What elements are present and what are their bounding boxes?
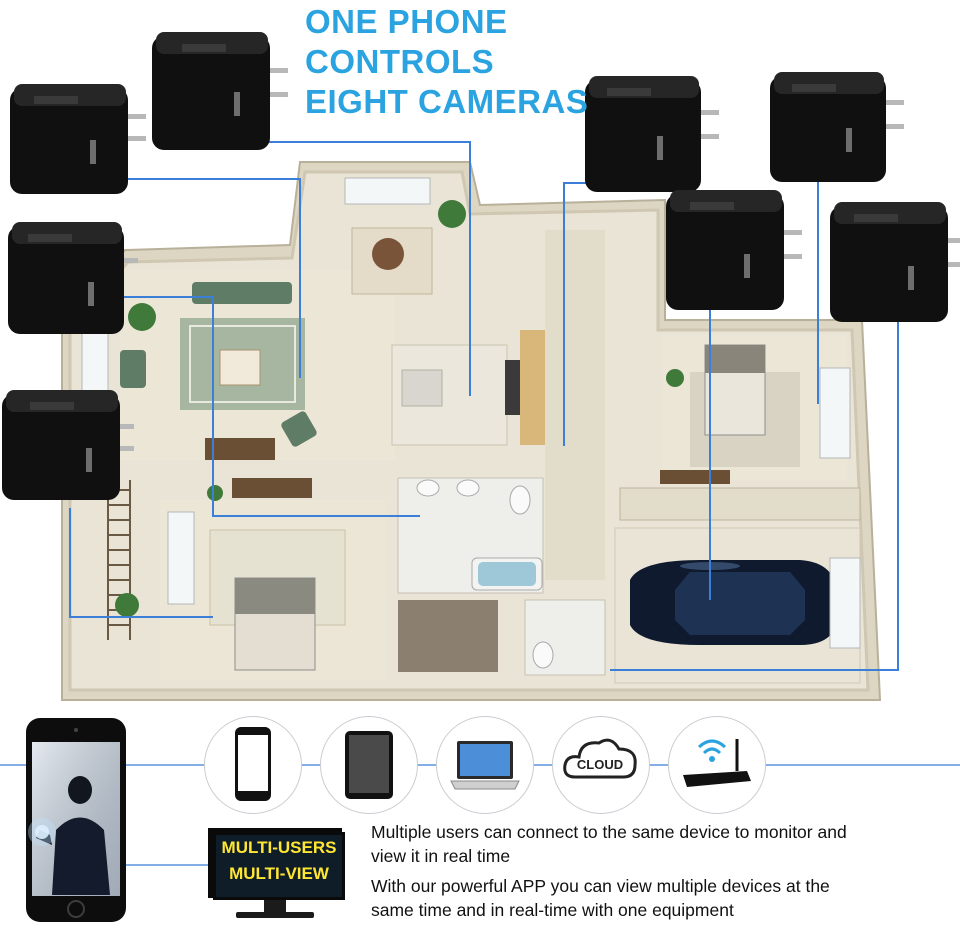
headline-line-2: CONTROLS bbox=[305, 43, 495, 80]
badge-line-1: MULTI-USERS bbox=[221, 838, 337, 857]
camera-charger-6 bbox=[770, 72, 904, 182]
headline-line-1: ONE PHONE bbox=[305, 3, 508, 40]
phone-live-view bbox=[26, 718, 126, 922]
camera-connector-lines bbox=[69, 141, 899, 671]
car bbox=[630, 560, 836, 645]
headline-line-3: EIGHT CAMERAS bbox=[305, 83, 589, 120]
headline: ONE PHONE CONTROLS EIGHT CAMERAS bbox=[305, 2, 588, 122]
cloud-label: CLOUD bbox=[577, 757, 623, 772]
caption-line-3: With our powerful APP you can view multi… bbox=[371, 876, 830, 896]
camera-charger-3 bbox=[8, 222, 138, 334]
camera-charger-2 bbox=[152, 32, 288, 150]
caption-multi-users: Multiple users can connect to the same d… bbox=[371, 820, 847, 868]
caption-line-2: view it in real time bbox=[371, 846, 511, 866]
tablet-icon bbox=[320, 716, 418, 814]
caption-line-1: Multiple users can connect to the same d… bbox=[371, 822, 847, 842]
laptop-icon bbox=[436, 716, 534, 814]
wifi-router-icon bbox=[668, 716, 766, 814]
multi-users-badge: MULTI-USERS MULTI-VIEW bbox=[213, 832, 345, 900]
smartphone-icon bbox=[204, 716, 302, 814]
caption-line-4: same time and in real-time with one equi… bbox=[371, 900, 734, 920]
badge-line-2: MULTI-VIEW bbox=[229, 864, 329, 883]
camera-charger-5 bbox=[585, 76, 719, 192]
cloud-icon: CLOUD bbox=[552, 716, 650, 814]
camera-charger-8 bbox=[830, 202, 960, 322]
floor-plan bbox=[61, 161, 882, 701]
camera-charger-4 bbox=[2, 390, 134, 500]
caption-multi-view: With our powerful APP you can view multi… bbox=[371, 874, 830, 922]
camera-charger-7 bbox=[666, 190, 802, 310]
camera-charger-1 bbox=[10, 84, 146, 194]
